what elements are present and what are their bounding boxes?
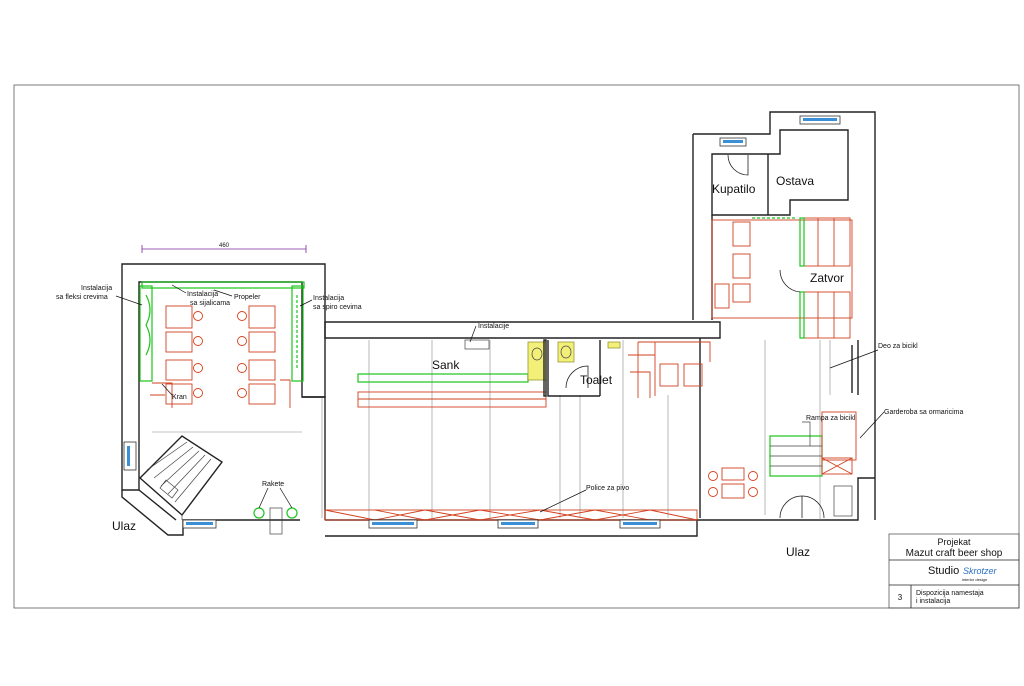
label-instalacija-spiro-2: sa spiro cevima — [313, 304, 362, 311]
left-windows — [123, 441, 217, 529]
hall-columns — [152, 340, 669, 518]
hall-furniture — [628, 341, 711, 398]
left-room-installations — [139, 281, 305, 382]
label-rampa-za-bicikl: Rampa za bicikl — [806, 415, 856, 422]
title-project-name: Mazut craft beer shop — [906, 548, 1003, 559]
left-room-furniture — [150, 305, 291, 408]
label-deo-za-bicikl: Deo za bicikl — [878, 343, 918, 350]
staircase — [138, 435, 224, 520]
main-hall-walls — [324, 321, 780, 537]
rakete-installation — [253, 507, 298, 535]
kupatilo-door — [727, 154, 749, 176]
label-police-za-pivo: Police za pivo — [586, 485, 629, 492]
room-labels: Kupatilo Ostava Zatvor Sank Toalet Ulaz … — [112, 174, 844, 559]
drawing-frame — [13, 84, 1020, 609]
label-instalacija-spiro-1: Instalacija — [313, 295, 344, 302]
title-block: Projekat Mazut craft beer shop Studio Sk… — [888, 533, 1020, 609]
dimension-line: 460 — [141, 243, 307, 253]
beer-shelves — [324, 509, 698, 521]
room-label-toalet: Toalet — [580, 373, 613, 387]
toilet-room — [547, 340, 621, 397]
right-entrance-door — [779, 485, 853, 519]
bar-counter — [357, 339, 547, 408]
sheet-title-line-1: Dispozicija namestaja — [916, 590, 984, 597]
label-instalacija-sijalice-1: Instalacija — [187, 291, 218, 298]
room-label-kupatilo: Kupatilo — [712, 182, 756, 196]
annotation-labels: Instalacija sa fleksi crevima Instalacij… — [56, 284, 963, 513]
right-wing-windows — [719, 115, 841, 147]
studio-subtitle: interior design — [962, 577, 987, 582]
sheet-number: 3 — [898, 593, 903, 602]
title-projekat-label: Projekat — [937, 537, 971, 547]
label-instalacija-fleksi-1: Instalacija — [81, 285, 112, 292]
entrance-label-right: Ulaz — [786, 545, 810, 559]
room-label-sank: Sank — [432, 358, 460, 372]
label-instalacije: Instalacije — [478, 323, 509, 330]
right-room-furniture — [708, 467, 758, 499]
studio-logo: Skrotzer — [963, 566, 998, 576]
zatvor-furniture — [711, 217, 853, 339]
hall-windows — [368, 519, 661, 529]
bike-ramp — [769, 411, 857, 477]
label-instalacija-fleksi-2: sa fleksi crevima — [56, 294, 108, 301]
dimension-label: 460 — [219, 243, 230, 249]
label-rakete: Rakete — [262, 481, 284, 488]
label-garderoba: Garderoba sa ormaricima — [884, 409, 963, 416]
sheet-title-line-2: i instalacija — [916, 598, 950, 605]
entrance-label-left: Ulaz — [112, 519, 136, 533]
room-label-ostava: Ostava — [776, 174, 814, 188]
label-propeler: Propeler — [234, 294, 261, 301]
bike-area — [764, 340, 853, 520]
label-instalacija-sijalice-2: sa sijalicama — [190, 300, 230, 307]
title-studio: Studio — [928, 565, 959, 577]
room-label-zatvor: Zatvor — [810, 271, 844, 285]
label-kran: Kran — [172, 394, 187, 401]
